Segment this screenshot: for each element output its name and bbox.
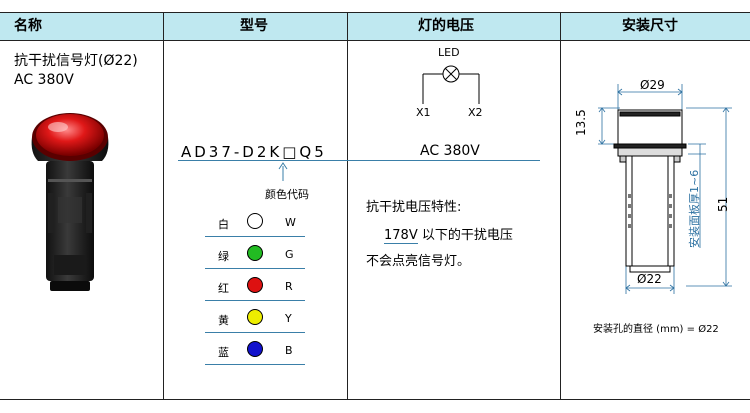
- color-name-red: 红: [218, 282, 229, 295]
- header-install-size: 安装尺寸: [622, 18, 678, 34]
- color-name-blue: 蓝: [218, 346, 229, 359]
- red-circle-icon: [247, 277, 263, 293]
- feature-line1-rest: 以下的干扰电压: [417, 228, 513, 243]
- col-divider-2: [347, 12, 348, 400]
- led-label: LED: [438, 46, 460, 59]
- product-name: 抗干扰信号灯(Ø22): [14, 53, 138, 69]
- color-name-yellow: 黄: [218, 314, 229, 327]
- hole-diameter-note: 安装孔的直径 (mm) = Ø22: [593, 324, 719, 335]
- color-code-white: W: [285, 216, 296, 229]
- arrow-up-icon: [278, 162, 288, 181]
- feature-line2: 不会点亮信号灯。: [366, 254, 471, 269]
- color-name-white: 白: [218, 218, 229, 231]
- header-voltage: 灯的电压: [418, 18, 474, 34]
- color-row-divider: [205, 300, 305, 301]
- color-row-divider: [205, 332, 305, 333]
- color-name-green: 绿: [218, 250, 229, 263]
- color-code-blue: B: [285, 344, 293, 357]
- x1-label: X1: [416, 106, 431, 119]
- color-code-yellow: Y: [285, 312, 292, 325]
- header-bottom-border: [0, 40, 750, 41]
- top-diameter-label: Ø29: [640, 78, 665, 92]
- dimension-drawing: [598, 84, 732, 294]
- feature-title: 抗干扰电压特性:: [366, 200, 462, 215]
- green-circle-icon: [247, 245, 263, 261]
- col-divider-1: [163, 12, 164, 400]
- color-row-divider: [205, 268, 305, 269]
- led-circuit-diagram: [422, 65, 480, 104]
- header-model: 型号: [240, 18, 268, 34]
- total-height-label: 51: [716, 196, 730, 212]
- color-row-divider: [205, 236, 305, 237]
- product-voltage: AC 380V: [14, 72, 74, 88]
- top-border: [0, 12, 750, 13]
- bottom-border: [0, 399, 750, 400]
- model-code: AD37-D2K□Q5: [181, 143, 327, 161]
- color-row-divider: [205, 364, 305, 365]
- voltage-value: AC 380V: [420, 143, 480, 159]
- header-row: [0, 12, 750, 40]
- blue-circle-icon: [247, 341, 263, 357]
- panel-thickness-label: 安装面板厚1~6: [688, 169, 701, 248]
- head-height-label: 13.5: [574, 109, 588, 136]
- col-divider-3: [560, 12, 561, 400]
- color-code-green: G: [285, 248, 294, 261]
- bottom-diameter-label: Ø22: [637, 272, 662, 286]
- color-code-label: 颜色代码: [265, 188, 309, 201]
- feature-voltage-value: 178V: [384, 228, 418, 244]
- feature-line1: 178V 以下的干扰电压: [384, 224, 513, 244]
- color-code-red: R: [285, 280, 293, 293]
- header-name: 名称: [14, 18, 42, 34]
- model-code-underline: [178, 160, 540, 161]
- product-photo: [31, 113, 109, 291]
- white-circle-icon: [247, 213, 263, 229]
- yellow-circle-icon: [247, 309, 263, 325]
- x2-label: X2: [468, 106, 483, 119]
